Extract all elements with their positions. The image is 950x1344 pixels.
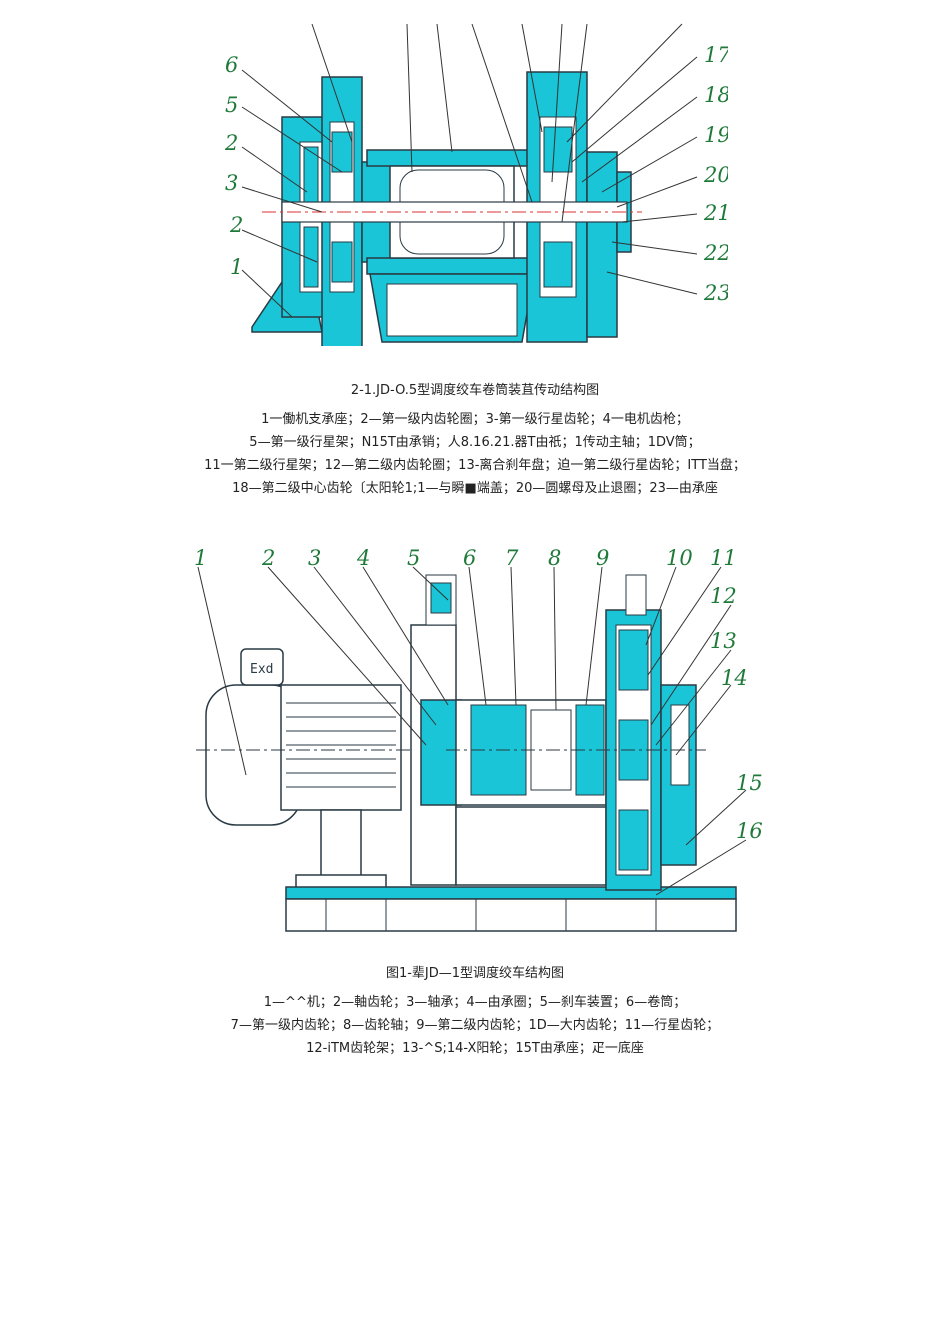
fig1-callout-23: 23 bbox=[703, 281, 728, 305]
fig1-callout-18: 18 bbox=[704, 83, 728, 107]
fig2-caption: 图1-辈JD—1型调度绞车结构图 bbox=[385, 966, 565, 981]
winch-drum-drawing: 6 5 2 3 2 1 17 18 19 20 21 22 23 bbox=[222, 22, 731, 348]
fig2-legend-line-2: 7—第一级内齿轮；8—齿轮轴；9—第二级内齿轮；1D—大内齿轮；11—行星齿轮； bbox=[230, 1018, 720, 1033]
fig1-callout-6: 6 bbox=[225, 53, 238, 77]
drum-transmission-diagram: 6 5 2 3 2 1 17 18 19 20 21 22 23 bbox=[224, 23, 731, 348]
fig2-callout-3: 3 bbox=[308, 546, 321, 570]
fig2-callout-15: 15 bbox=[736, 771, 763, 795]
fig2-callout-2: 2 bbox=[261, 546, 275, 570]
fig2-callout-7: 7 bbox=[505, 546, 519, 570]
fig2-callout-4: 4 bbox=[356, 546, 370, 570]
fig1-callout-19: 19 bbox=[704, 123, 728, 147]
fig2-callout-5: 5 bbox=[407, 546, 420, 570]
fig1-legend-line-2: 5—第一级行星架；N15T由承销；人8.16.21.器T由祇；1传动主轴；1DV… bbox=[249, 435, 701, 450]
fig2-legend-line-1: 1—^^机；2—軸齿轮；3—轴承；4—由承圈；5—刹车装置；6—卷筒； bbox=[263, 995, 687, 1010]
fig1-legend-line-4: 18—第二级中心齿轮〔太阳轮1;1—与瞬■端盖；20—圆螺母及止退圈；23—由承… bbox=[232, 481, 718, 496]
fig2-callout-8: 8 bbox=[548, 546, 561, 570]
fig2-callout-16: 16 bbox=[736, 819, 763, 843]
fig2-callout-1: 1 bbox=[194, 546, 207, 570]
fig1-callout-20: 20 bbox=[703, 163, 728, 187]
fig1-caption: 2-1.JD-O.5型调度绞车卷筒装苴传动结构图 bbox=[350, 383, 600, 398]
fig1-callout-21: 21 bbox=[703, 201, 728, 225]
fig1-callout-17: 17 bbox=[704, 43, 728, 67]
fig2-callout-14: 14 bbox=[721, 666, 748, 690]
fig2-callout-13: 13 bbox=[710, 629, 737, 653]
fig2-callout-10: 10 bbox=[666, 546, 693, 570]
fig1-callout-22: 22 bbox=[703, 241, 728, 265]
fig2-callout-11: 11 bbox=[710, 546, 737, 570]
fig2-callout-12: 12 bbox=[710, 584, 737, 608]
fig2-callout-9: 9 bbox=[596, 546, 609, 570]
fig1-callout-3: 3 bbox=[225, 171, 238, 195]
fig2-callout-6: 6 bbox=[463, 546, 476, 570]
fig2-legend-line-3: 12-iTM齿轮架；13-^S;14-X阳轮；15T由承座；疋一底座 bbox=[306, 1041, 644, 1056]
fig1-legend-line-3: 11一第二级行星架；12—第二级内齿轮圈；13-离合刹年盘；迫一第二级行星齿轮；… bbox=[204, 458, 746, 473]
fig1-callout-1: 1 bbox=[230, 255, 243, 279]
fig1-callout-2a: 2 bbox=[224, 131, 238, 155]
motor-exd-label: Exd bbox=[250, 662, 273, 677]
fig1-callout-2b: 2 bbox=[229, 213, 243, 237]
winch-structure-diagram: Exd bbox=[194, 546, 763, 932]
fig1-legend-line-1: 1一働机支承座；2—第一级内齿轮圈；3-第一级行星齿轮；4一电机齿枪； bbox=[261, 412, 689, 427]
winch-structure-drawing: Exd bbox=[186, 545, 764, 933]
fig1-callout-5: 5 bbox=[225, 93, 238, 117]
